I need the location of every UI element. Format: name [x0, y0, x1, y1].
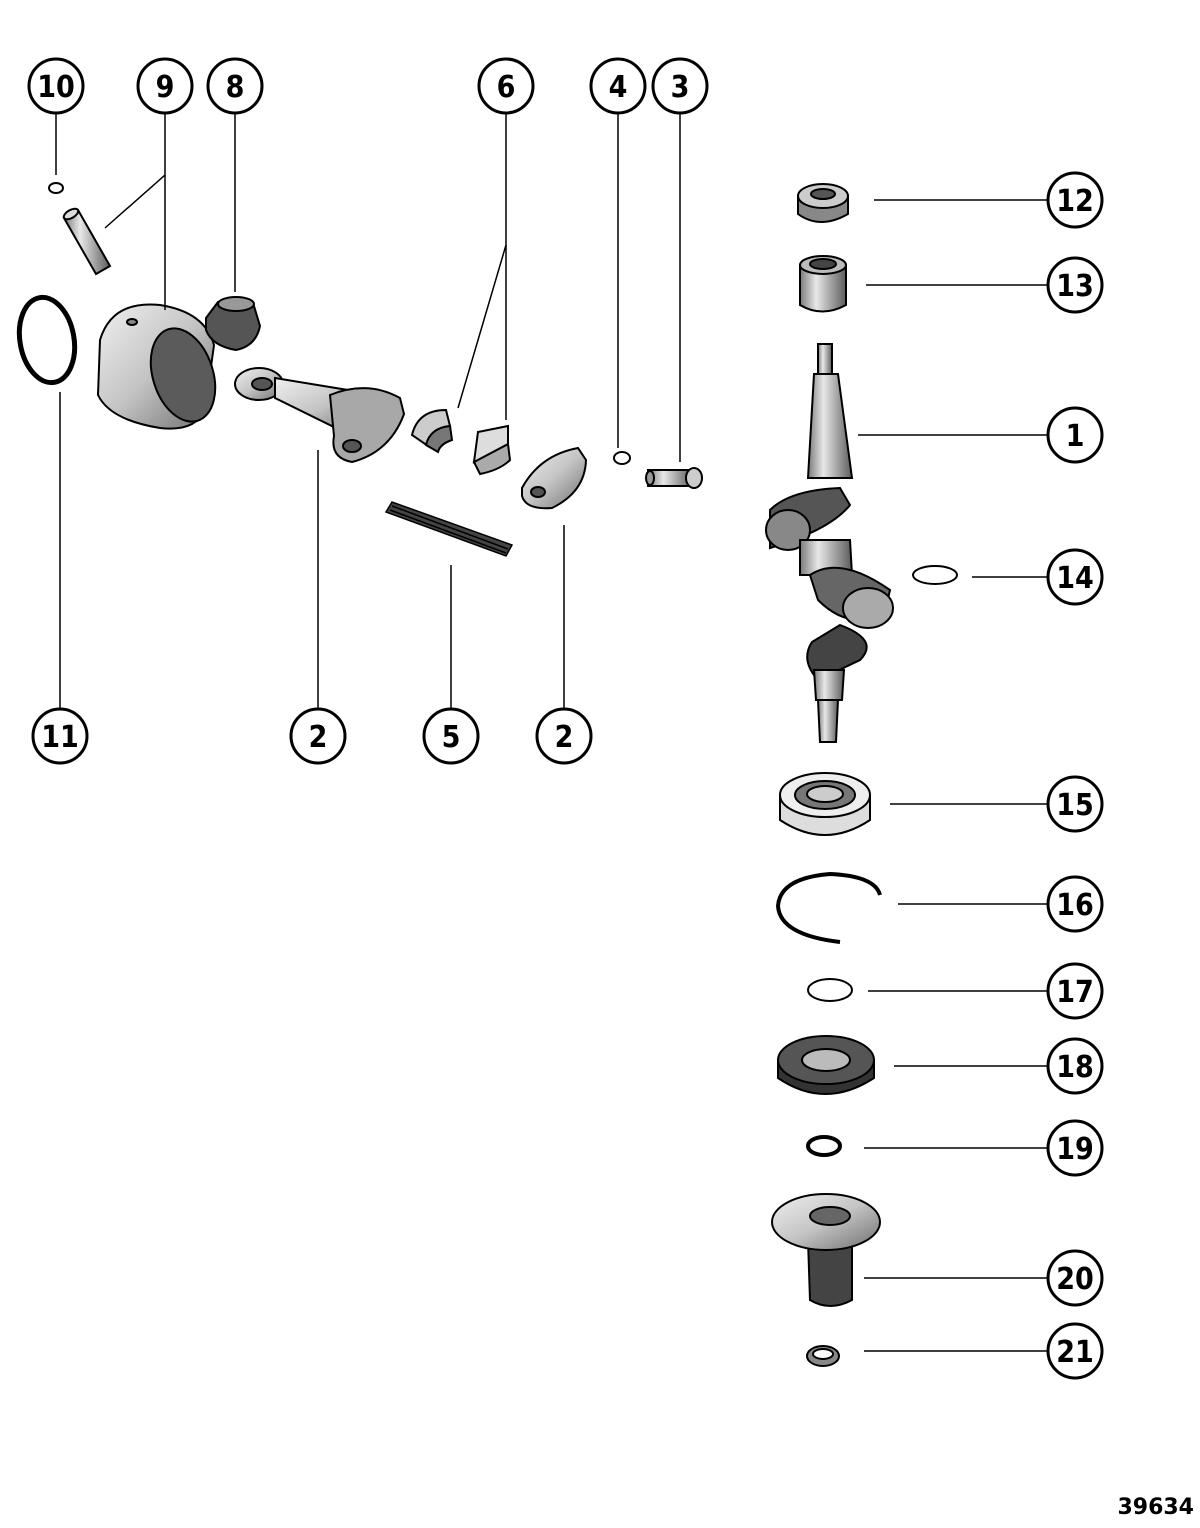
- svg-text:20: 20: [1056, 1262, 1094, 1297]
- svg-text:21: 21: [1056, 1335, 1094, 1370]
- leader-lines: [55, 114, 1047, 1352]
- callout-19: 19: [1046, 1119, 1104, 1177]
- lower-seal-part: [777, 1035, 875, 1095]
- svg-text:9: 9: [156, 70, 175, 105]
- svg-text:2: 2: [555, 720, 574, 755]
- callout-16: 16: [1046, 875, 1104, 933]
- needle-rollers-part: [384, 501, 514, 557]
- upper-seal-part: [797, 183, 849, 223]
- svg-text:13: 13: [1056, 269, 1094, 304]
- callout-1: 1: [1046, 406, 1104, 464]
- crankshaft-ring-part: [912, 565, 958, 585]
- drive-hub-part: [771, 1193, 881, 1307]
- ball-bearing-part: [779, 772, 871, 836]
- piston-ring-part: [16, 294, 78, 386]
- retaining-ring-part: [775, 871, 882, 944]
- svg-text:16: 16: [1056, 888, 1094, 923]
- svg-text:2: 2: [309, 720, 328, 755]
- callout-12: 12: [1046, 171, 1104, 229]
- svg-text:5: 5: [442, 720, 461, 755]
- svg-text:19: 19: [1056, 1132, 1094, 1167]
- callout-5: 5: [422, 707, 480, 765]
- figure-number: 39634: [1117, 1495, 1194, 1520]
- o-ring-part: [806, 1135, 842, 1157]
- crankshaft-part: [765, 343, 894, 743]
- connecting-rod-cap-part: [521, 446, 588, 510]
- callout-20: 20: [1046, 1249, 1104, 1307]
- callout-14: 14: [1046, 548, 1104, 606]
- svg-text:17: 17: [1056, 975, 1094, 1010]
- rod-bearing-halves-part: [410, 408, 512, 476]
- lock-washer-part: [613, 451, 631, 465]
- svg-text:15: 15: [1056, 788, 1094, 823]
- callout-8: 8: [206, 57, 264, 115]
- callout-2-left: 2: [289, 707, 347, 765]
- svg-text:3: 3: [671, 70, 690, 105]
- callout-18: 18: [1046, 1037, 1104, 1095]
- callout-6: 6: [477, 57, 535, 115]
- callouts: 10 9 8 6 4 3 12 13 1 14 11 2 5 2 15 16 1…: [27, 57, 1104, 1380]
- callout-3: 3: [651, 57, 709, 115]
- piston-part: [96, 303, 217, 430]
- svg-text:10: 10: [37, 70, 75, 105]
- wave-washer-part: [807, 978, 853, 1002]
- needle-bearing-part: [205, 296, 262, 352]
- svg-text:4: 4: [609, 70, 628, 105]
- rod-bolt-part: [645, 467, 703, 489]
- callout-15: 15: [1046, 775, 1104, 833]
- callout-4: 4: [589, 57, 647, 115]
- connecting-rod-part: [234, 367, 406, 464]
- callout-17: 17: [1046, 962, 1104, 1020]
- callout-11: 11: [31, 707, 89, 765]
- svg-text:8: 8: [226, 70, 245, 105]
- callout-2-right: 2: [535, 707, 593, 765]
- svg-text:12: 12: [1056, 184, 1094, 219]
- small-ring-part: [806, 1345, 840, 1367]
- piston-pin-part: [62, 207, 112, 276]
- svg-text:14: 14: [1056, 561, 1094, 596]
- svg-text:11: 11: [41, 720, 79, 755]
- svg-text:6: 6: [497, 70, 516, 105]
- callout-10: 10: [27, 57, 85, 115]
- callout-21: 21: [1046, 1322, 1104, 1380]
- piston-pin-lock-ring-part: [48, 182, 64, 194]
- svg-text:18: 18: [1056, 1050, 1094, 1085]
- upper-bushing-part: [799, 255, 847, 313]
- parts-layer: [16, 182, 958, 1367]
- callout-13: 13: [1046, 256, 1104, 314]
- callout-9: 9: [136, 57, 194, 115]
- svg-text:1: 1: [1066, 419, 1085, 454]
